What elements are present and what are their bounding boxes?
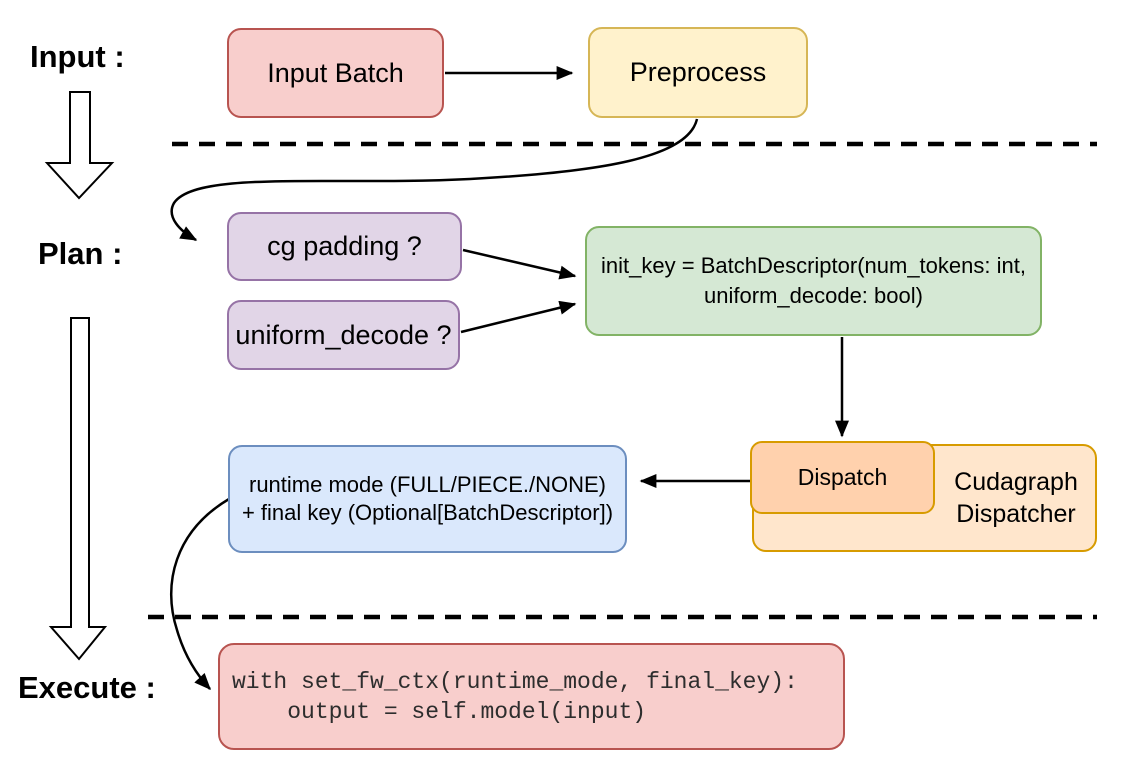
node-uniform-decode: uniform_decode ? [227, 300, 460, 370]
node-execute-code: with set_fw_ctx(runtime_mode, final_key)… [218, 643, 845, 750]
node-runtime-line1: runtime mode (FULL/PIECE./NONE) [249, 472, 606, 497]
node-init-key-line1: init_key = BatchDescriptor(num_tokens: i… [601, 253, 1026, 278]
down-arrow-icon-input [44, 91, 115, 200]
node-dispatch: Dispatch [750, 441, 935, 514]
arrow-uniform-decode-to-init-key [460, 300, 577, 334]
arrow-cg-padding-to-init-key [462, 248, 577, 280]
node-runtime-line2: + final key (Optional[BatchDescriptor]) [241, 500, 614, 525]
node-runtime-mode: runtime mode (FULL/PIECE./NONE) + final … [228, 445, 627, 553]
node-cg-padding-label: cg padding ? [267, 231, 422, 261]
down-arrow-icon-plan [48, 317, 108, 661]
node-uniform-decode-label: uniform_decode ? [235, 319, 452, 350]
stage-label-plan: Plan : [38, 236, 123, 271]
node-input-batch-label: Input Batch [267, 57, 404, 88]
node-preprocess: Preprocess [588, 27, 808, 118]
cudagraph-dispatcher-label: Cudagraph Dispatcher [935, 444, 1097, 552]
stage-label-input: Input : [30, 39, 125, 74]
execute-code-line2: output = self.model(input) [232, 698, 647, 725]
node-dispatch-label: Dispatch [797, 464, 888, 490]
execute-code-line1: with set_fw_ctx(runtime_mode, final_key)… [232, 668, 798, 695]
node-cg-padding: cg padding ? [227, 212, 462, 281]
node-preprocess-label: Preprocess [629, 57, 767, 87]
cudagraph-dispatcher-line1: Cudagraph [954, 468, 1078, 496]
stage-label-execute: Execute : [18, 670, 156, 705]
node-init-key-line2: uniform_decode: bool) [704, 283, 923, 308]
node-input-batch: Input Batch [227, 28, 444, 118]
node-init-key: init_key = BatchDescriptor(num_tokens: i… [585, 226, 1042, 336]
cudagraph-dispatcher-line2: Dispatcher [956, 500, 1076, 528]
